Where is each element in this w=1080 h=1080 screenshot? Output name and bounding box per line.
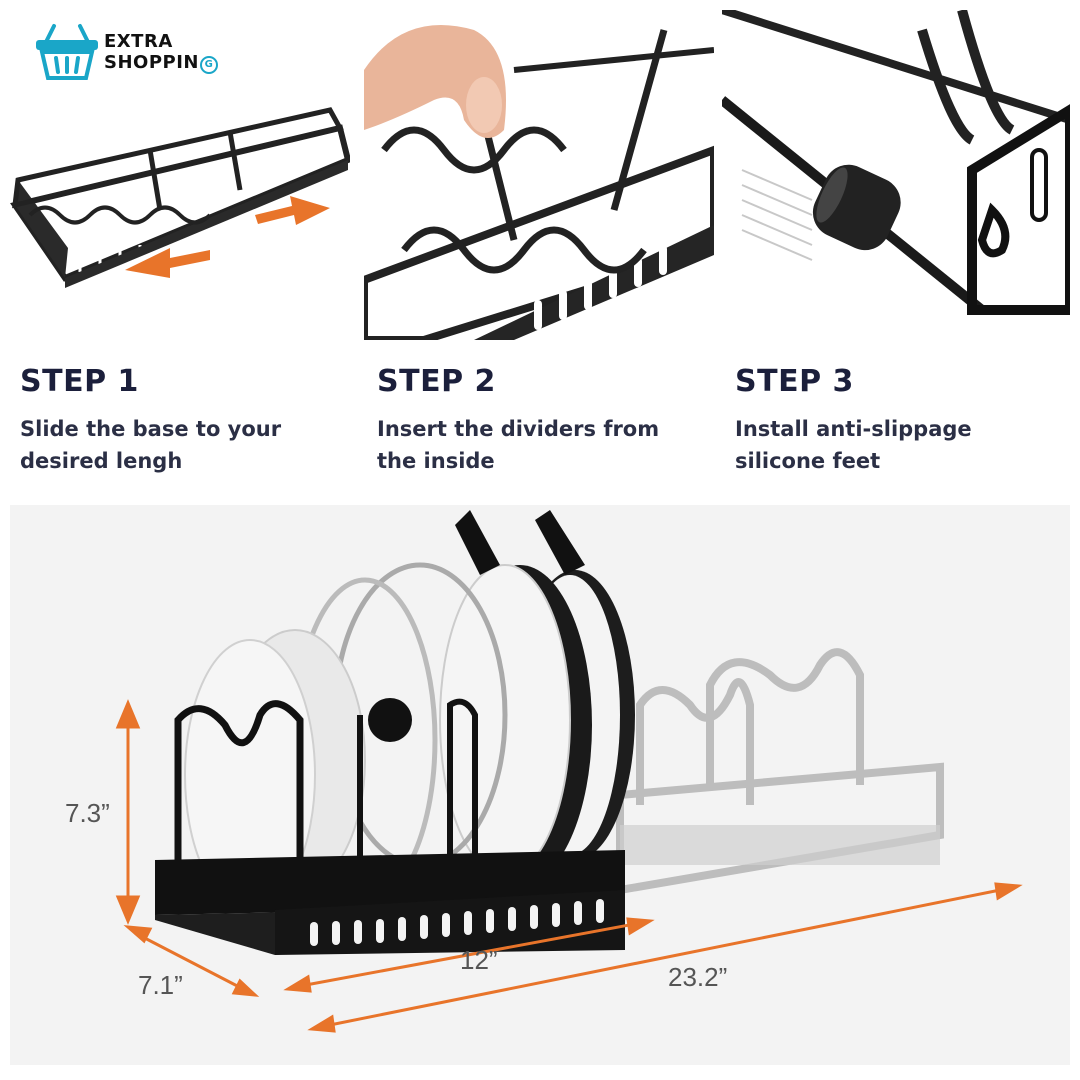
- step1-photo: [10, 10, 350, 340]
- product-dimensions-panel: [10, 505, 1070, 1065]
- dimension-min-length-label: 12”: [460, 945, 498, 975]
- divider-insert-illustration: [364, 25, 714, 340]
- pan-handle-icon: [455, 510, 500, 575]
- brand-line1: EXTRA: [104, 30, 173, 52]
- dimension-depth-label: 7.1”: [138, 970, 183, 1000]
- step-2-title: STEP 2: [377, 364, 496, 399]
- arrow-right-icon: [255, 196, 330, 225]
- step-3-title: STEP 3: [735, 364, 854, 399]
- step2-photo: [364, 10, 714, 340]
- dimension-max-length-label: 23.2”: [668, 962, 728, 992]
- base-rack-section: [155, 698, 625, 955]
- arrow-left-icon: [125, 248, 210, 278]
- arrow-down-icon: [115, 895, 141, 925]
- arrow-up-icon: [115, 699, 141, 729]
- step-1-title: STEP 1: [20, 364, 139, 399]
- dimension-arrows: [115, 699, 1023, 1033]
- shopping-basket-icon: [36, 24, 98, 80]
- brand-last-letter: G: [199, 55, 218, 74]
- silicone-foot-icon: [812, 164, 901, 251]
- dimension-height-label: 7.3”: [65, 798, 110, 828]
- step3-photo: [722, 10, 1070, 340]
- lid-knob-icon: [368, 698, 412, 742]
- expandable-rack-illustration: [10, 107, 350, 288]
- pot-lid-rack-illustration: [115, 510, 1023, 1033]
- silicone-feet-illustration: [722, 10, 1070, 315]
- pan-lids: [184, 510, 635, 911]
